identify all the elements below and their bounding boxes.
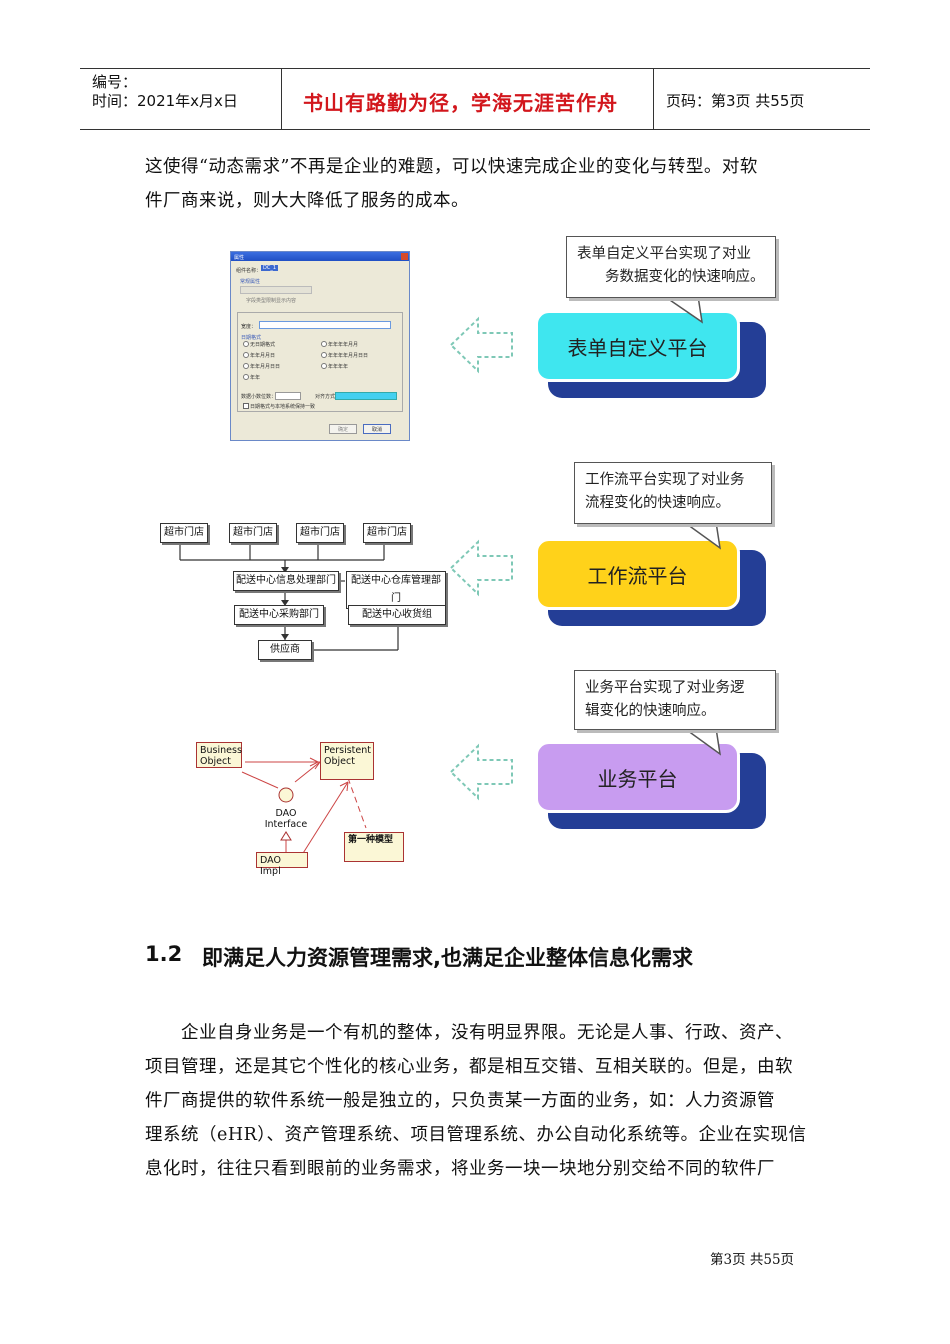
platform-business-box: 业务平台 — [535, 741, 740, 813]
dialog-width-label: 宽度： — [241, 324, 257, 330]
arrow-left-icon — [449, 316, 513, 374]
dialog-option: 年年 — [250, 375, 261, 381]
uml-business-object: Business Object — [196, 742, 242, 768]
dialog-title: 属性 — [234, 255, 245, 261]
dialog-align-select[interactable] — [335, 392, 397, 400]
callout-line: 辑变化的快速响应。 — [585, 703, 716, 719]
uml-persistent-object: Persistent Object — [320, 742, 374, 780]
dialog-titlebar: 属性 — [231, 252, 409, 261]
dialog-decimal-label: 数据小数位数： — [241, 394, 277, 400]
platform-workflow-box: 工作流平台 — [535, 538, 740, 610]
dialog-disabled-input — [240, 286, 312, 294]
workflow-store-node: 超市门店 — [160, 523, 208, 543]
callout-line: 业务平台实现了对业务逻 — [585, 680, 745, 696]
workflow-info-node: 配送中心信息处理部门 — [233, 571, 339, 591]
close-icon[interactable] — [401, 253, 408, 260]
dialog-decimal-input[interactable] — [275, 392, 301, 400]
callout-line: 表单自定义平台实现了对业 — [577, 246, 751, 262]
paragraph-line: 企业自身业务是一个有机的整体，没有明显界限。无论是人事、行政、资产、 — [181, 1023, 793, 1043]
callout-tail — [662, 296, 704, 324]
dialog-option: 年年年年 — [328, 364, 349, 370]
uml-dao-interface: DAO Interface — [264, 808, 308, 830]
paragraph-line: 项目管理，还是其它个性化的核心业务，都是相互交错、互相关联的。但是，由软 — [145, 1057, 793, 1077]
dialog-option: 年年月月日 — [250, 353, 276, 359]
dialog-group-box — [237, 312, 403, 412]
callout-line: 工作流平台实现了对业务 — [585, 472, 745, 488]
dialog-ok-button[interactable]: 确定 — [329, 424, 357, 434]
dialog-align-label: 对齐方式： — [315, 394, 341, 400]
paragraph-line: 理系统（eHR）、资产管理系统、项目管理系统、办公自动化系统等。企业在实现信 — [145, 1125, 807, 1145]
platform-form-box: 表单自定义平台 — [535, 310, 740, 382]
intro-line: 件厂商来说，则大大降低了服务的成本。 — [145, 191, 469, 211]
radio-icon[interactable] — [321, 341, 327, 347]
intro-line: 这使得“动态需求”不再是企业的难题，可以快速完成企业的变化与转型。对软 — [145, 157, 758, 177]
section-title: 即满足人力资源管理需求,也满足企业整体信息化需求 — [202, 946, 693, 970]
dialog-format-label: 日期格式 — [241, 335, 262, 341]
workflow-store-node: 超市门店 — [363, 523, 411, 543]
dialog-width-input[interactable] — [259, 321, 391, 329]
dialog-group-label: 常规属性 — [240, 279, 261, 285]
header-page-label: 页码：第3页 共55页 — [666, 92, 805, 110]
section-number: 1.2 — [145, 942, 183, 966]
uml-note: 第一种模型 — [344, 832, 404, 862]
radio-icon[interactable] — [243, 363, 249, 369]
paragraph-line: 息化时，往往只看到眼前的业务需求，将业务一块一块地分别交给不同的软件厂 — [145, 1159, 775, 1179]
header-divider — [281, 69, 282, 129]
paragraph-line: 件厂商提供的软件系统一般是独立的，只负责某一方面的业务，如：人力资源管 — [145, 1091, 775, 1111]
workflow-receive-node: 配送中心收货组 — [348, 605, 446, 625]
workflow-store-node: 超市门店 — [296, 523, 344, 543]
workflow-warehouse-node: 配送中心仓库管理部门 — [346, 571, 446, 609]
callout-line: 流程变化的快速响应。 — [585, 495, 730, 511]
dialog-check2: 日期格式与本地系统保持一致 — [250, 404, 316, 410]
checkbox-icon[interactable] — [243, 403, 249, 409]
radio-icon[interactable] — [243, 352, 249, 358]
radio-icon[interactable] — [321, 352, 327, 358]
form-dialog-screenshot: 属性 组件名称： DC_1 常规属性 字段类型限制显示内容 宽度： 日期格式 无… — [230, 251, 410, 441]
header-motto: 书山有路勤为径，学海无涯苦作舟 — [303, 91, 618, 115]
intro-paragraph: 这使得“动态需求”不再是企业的难题，可以快速完成企业的变化与转型。对软 件厂商来… — [145, 150, 758, 218]
dialog-option: 年年年年月月日日 — [328, 353, 369, 359]
dialog-ok-label: 确定 — [338, 427, 349, 433]
callout-tail — [682, 522, 722, 550]
page-footer: 第3页 共55页 — [710, 1252, 795, 1268]
callout-tail — [682, 728, 722, 756]
dialog-option: 年年年年月月 — [328, 342, 359, 348]
callout-business: 业务平台实现了对业务逻 辑变化的快速响应。 — [574, 670, 776, 730]
header-divider — [653, 69, 654, 129]
workflow-supplier-node: 供应商 — [258, 640, 312, 660]
header-code-label: 编号： — [92, 73, 138, 91]
workflow-store-node: 超市门店 — [229, 523, 277, 543]
radio-icon[interactable] — [243, 374, 249, 380]
workflow-purchase-node: 配送中心采购部门 — [234, 605, 324, 625]
header-time-label: 时间：2021年x月x日 — [92, 92, 238, 110]
callout-form: 表单自定义平台实现了对业 务数据变化的快速响应。 — [566, 236, 776, 298]
body-paragraph: 企业自身业务是一个有机的整体，没有明显界限。无论是人事、行政、资产、 项目管理，… — [145, 1016, 807, 1186]
dialog-option: 无日期格式 — [250, 342, 276, 348]
radio-icon[interactable] — [243, 341, 249, 347]
dialog-cancel-button[interactable]: 取消 — [363, 424, 391, 434]
dialog-field-value[interactable]: DC_1 — [261, 265, 279, 271]
uml-dao-impl: DAO Impl — [256, 852, 308, 877]
dialog-check1: 字段类型限制显示内容 — [246, 298, 297, 304]
header-table — [80, 68, 870, 130]
arrow-left-icon — [449, 743, 513, 801]
dialog-option: 年年月月日日 — [250, 364, 281, 370]
callout-line: 务数据变化的快速响应。 — [605, 269, 765, 285]
arrow-left-icon — [449, 539, 513, 597]
uml-connectors — [241, 757, 367, 859]
dialog-field-label: 组件名称： — [236, 268, 262, 274]
callout-workflow: 工作流平台实现了对业务 流程变化的快速响应。 — [574, 462, 772, 524]
radio-icon[interactable] — [321, 363, 327, 369]
dialog-cancel-label: 取消 — [372, 427, 383, 433]
